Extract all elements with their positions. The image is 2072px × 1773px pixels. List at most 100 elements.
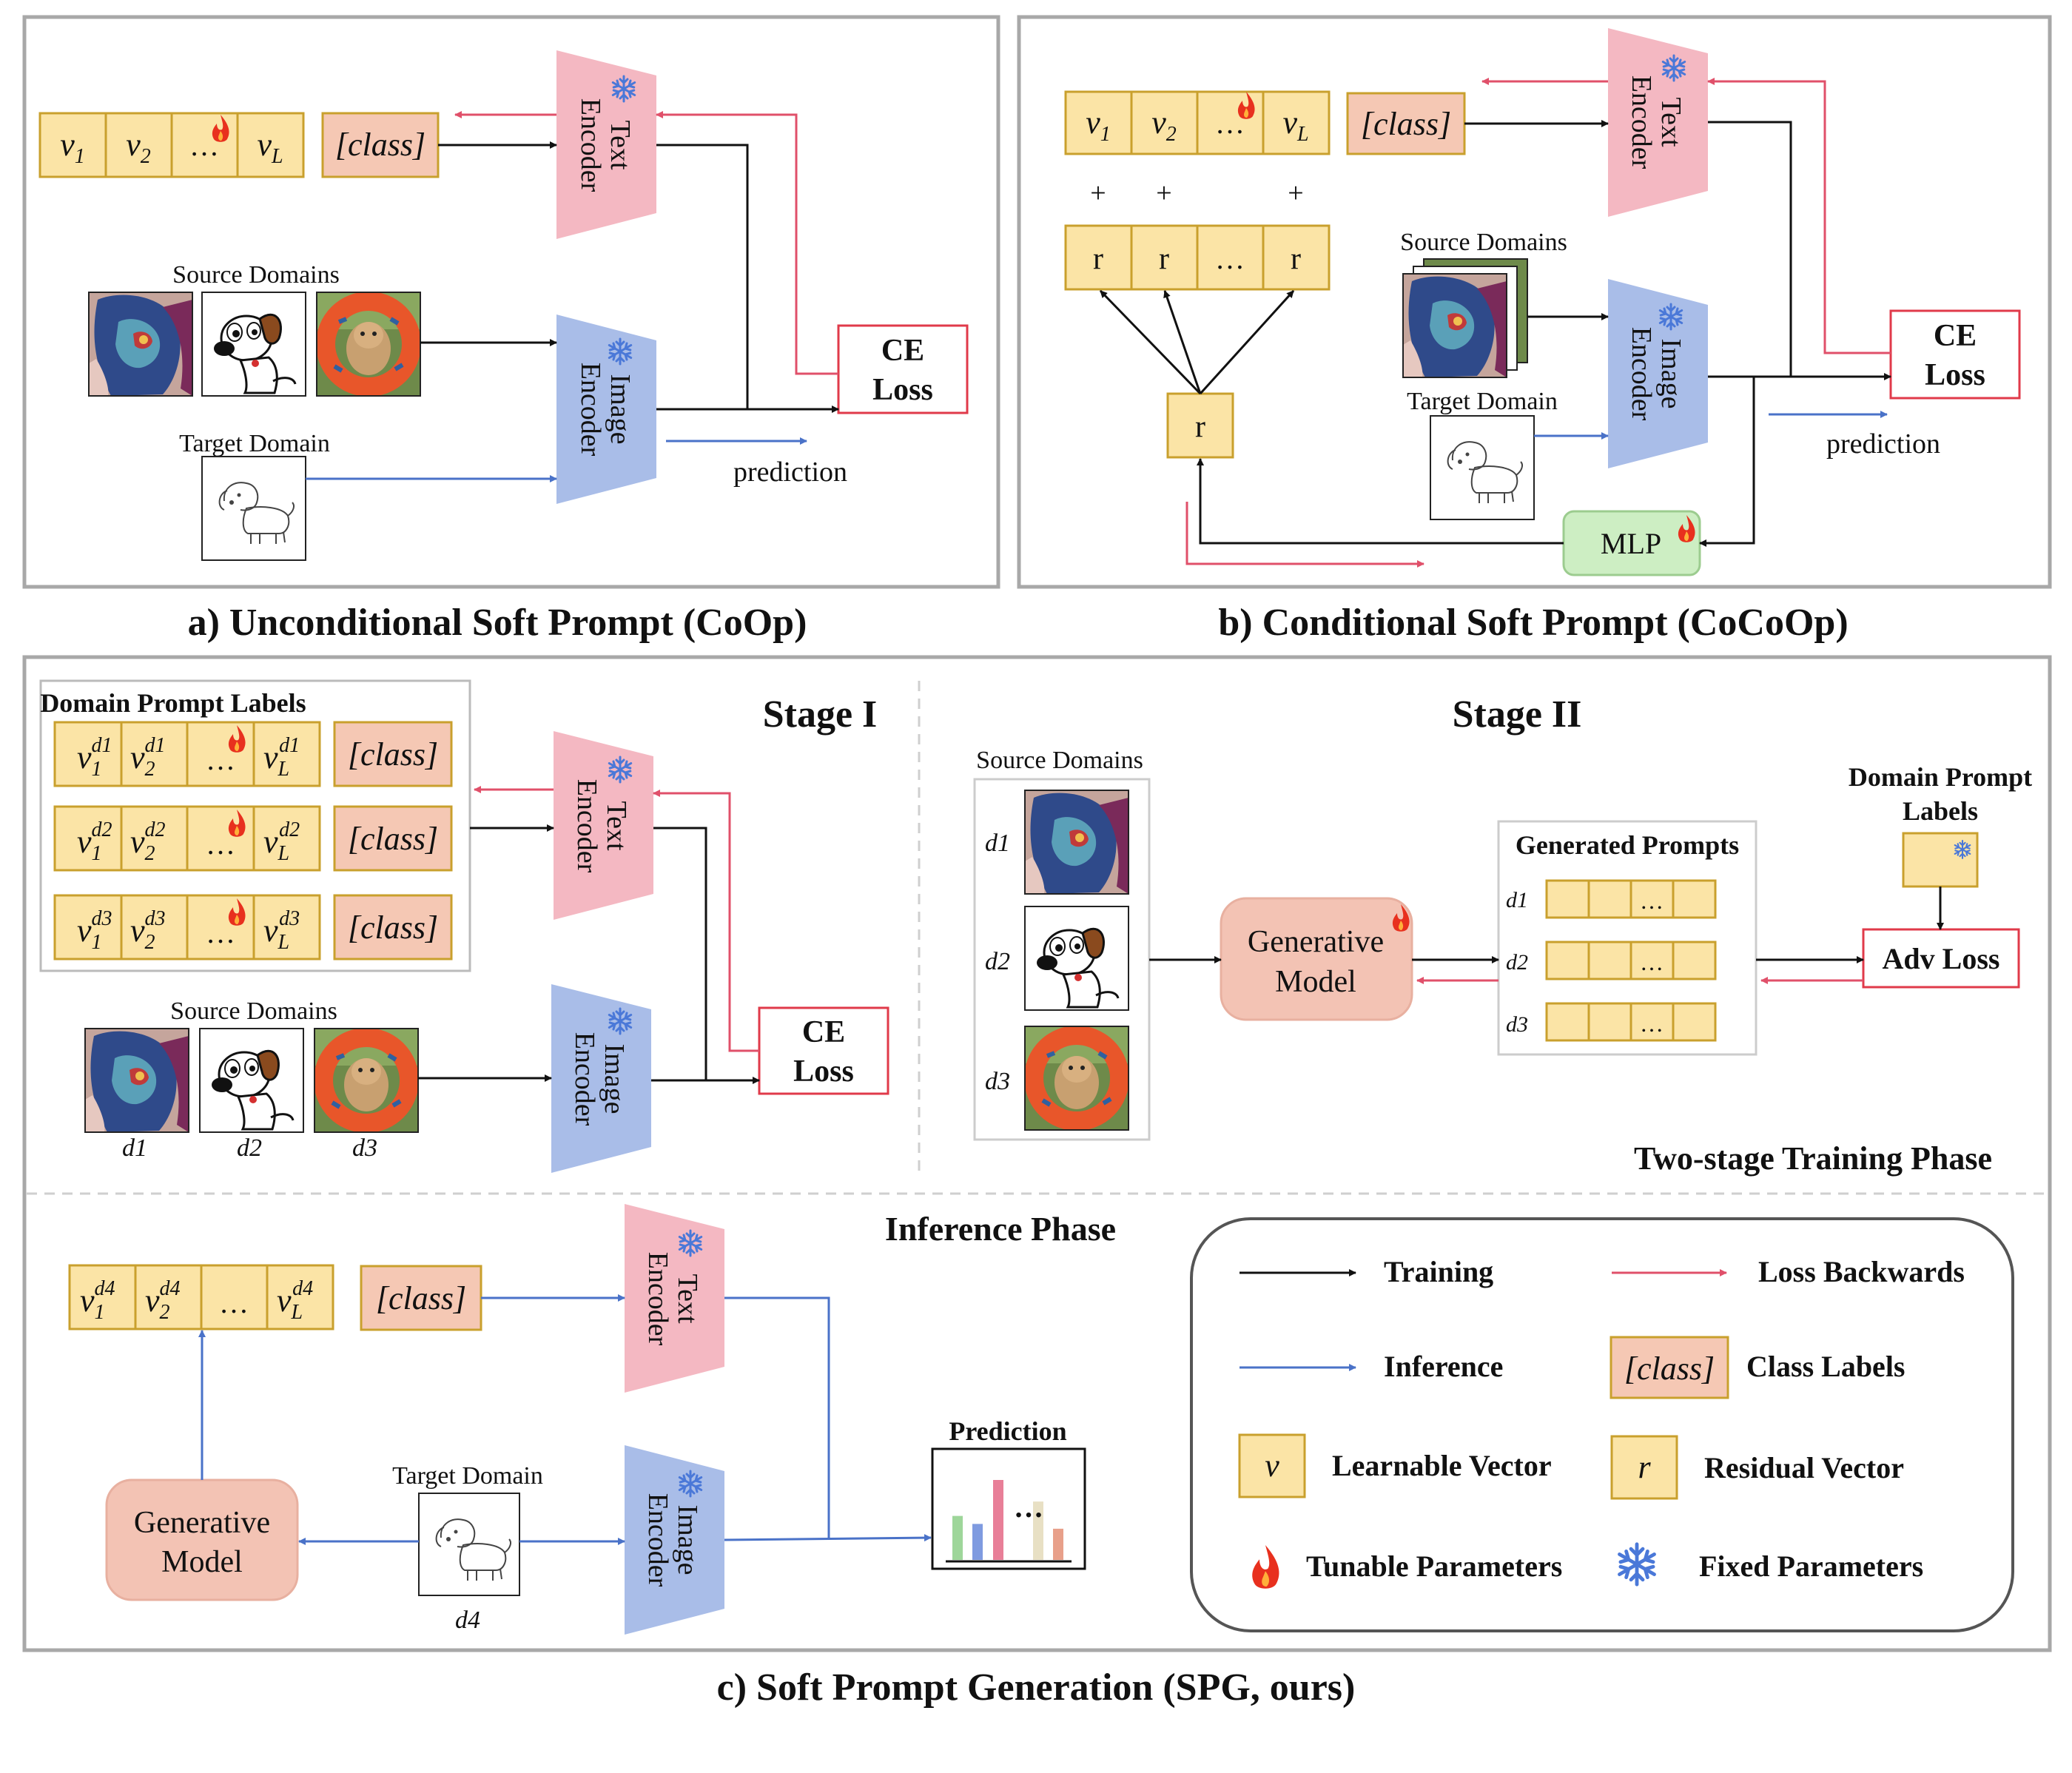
legend-fixed-parameters: Fixed Parameters <box>1699 1550 1923 1583</box>
generated-prompt-d3: … <box>1545 1002 1717 1042</box>
svg-text:d1: d1 <box>1506 888 1528 912</box>
stage1-title: Stage I <box>763 693 878 736</box>
stage2-title: Stage II <box>1453 693 1582 736</box>
svg-text:vLd2: vLd2 <box>263 818 300 865</box>
svg-text:Encoder: Encoder <box>1626 75 1657 169</box>
svg-text:Encoder: Encoder <box>575 363 606 457</box>
cartoon-dog-image <box>1023 905 1130 1012</box>
image-encoder-label: Image <box>605 374 636 445</box>
prediction-bar <box>993 1480 1003 1560</box>
legend-loss-backwards: Loss Backwards <box>1758 1255 1965 1288</box>
svg-text:d2: d2 <box>237 1134 262 1162</box>
svg-text:v1: v1 <box>1086 104 1111 146</box>
panel-b-frame <box>1017 15 2052 589</box>
svg-text:Source Domains: Source Domains <box>170 997 337 1025</box>
svg-text:r: r <box>1093 242 1103 276</box>
svg-text:v: v <box>1265 1447 1279 1484</box>
residual-vector: r <box>1195 410 1205 444</box>
svg-text:Encoder: Encoder <box>571 779 602 873</box>
svg-text:Target Domain: Target Domain <box>392 1462 543 1490</box>
prediction-bars <box>952 1480 1063 1560</box>
svg-text:Model: Model <box>1275 965 1356 999</box>
mlp-label: MLP <box>1601 527 1661 560</box>
sketch-dog-image <box>1430 415 1535 520</box>
svg-text:Source Domains: Source Domains <box>1400 229 1567 256</box>
sketch-dog-image <box>418 1493 523 1598</box>
painting-dog-image <box>89 292 192 396</box>
panel-c-frame <box>22 655 2052 1652</box>
svg-text:v1d1: v1d1 <box>77 734 112 781</box>
svg-text:Image: Image <box>672 1505 703 1575</box>
legend-inference: Inference <box>1384 1350 1503 1383</box>
caption-c: c) Soft Prompt Generation (SPG, ours) <box>717 1666 1356 1709</box>
photo-dog-image <box>317 292 420 396</box>
prediction-title: Prediction <box>949 1416 1066 1446</box>
svg-text:Encoder: Encoder <box>569 1032 600 1126</box>
svg-text:vL: vL <box>1282 104 1308 146</box>
cartoon-dog-image <box>198 1027 305 1134</box>
svg-text:r: r <box>1159 242 1169 276</box>
painting-dog-image <box>1025 790 1128 894</box>
legend: Training Loss Backwards Inference [class… <box>1190 1217 2014 1632</box>
svg-text:Labels: Labels <box>1903 796 1978 826</box>
svg-text:v2d2: v2d2 <box>130 818 166 865</box>
prediction-label: prediction <box>733 457 847 488</box>
class-label: [class] <box>335 127 426 163</box>
legend-class-labels: Class Labels <box>1746 1350 1906 1383</box>
svg-text:Encoder: Encoder <box>575 98 606 192</box>
svg-text:Image: Image <box>599 1044 630 1114</box>
svg-text:…: … <box>1640 887 1664 914</box>
photo-dog-image <box>314 1029 418 1132</box>
prediction-bar <box>972 1524 983 1560</box>
generative-model-label: Generative <box>1248 925 1384 959</box>
svg-text:v2d4: v2d4 <box>145 1277 181 1324</box>
painting-dog-image <box>85 1029 189 1132</box>
prediction-bar <box>1053 1528 1063 1560</box>
svg-text:vLd1: vLd1 <box>263 734 300 781</box>
inference-title: Inference Phase <box>885 1210 1116 1248</box>
svg-text:Generative: Generative <box>134 1506 270 1540</box>
svg-text:Text: Text <box>1655 98 1686 147</box>
svg-text:d2: d2 <box>1506 950 1528 975</box>
svg-text:Encoder: Encoder <box>642 1493 673 1587</box>
svg-text:+: + <box>1156 178 1171 209</box>
legend-training: Training <box>1384 1255 1493 1288</box>
svg-text:d1: d1 <box>985 830 1010 857</box>
legend-residual-vector: Residual Vector <box>1704 1451 1904 1484</box>
two-stage-phase-label: Two-stage Training Phase <box>1634 1140 1992 1177</box>
svg-text:[class]: [class] <box>1624 1350 1715 1387</box>
svg-text:r: r <box>1638 1449 1651 1485</box>
svg-text:Target Domain: Target Domain <box>1407 388 1558 415</box>
svg-text:Text: Text <box>601 801 632 851</box>
generated-prompts-title: Generated Prompts <box>1516 830 1739 860</box>
svg-text:CE: CE <box>1934 319 1977 353</box>
svg-text:d3: d3 <box>1506 1012 1528 1037</box>
domain-prompt-labels-title: Domain Prompt Labels <box>40 688 306 718</box>
svg-text:…: … <box>1215 242 1245 275</box>
svg-text:v1d2: v1d2 <box>77 818 112 865</box>
svg-text:v2: v2 <box>1151 104 1177 146</box>
svg-text:…: … <box>1640 1010 1664 1037</box>
prediction-bar <box>952 1515 963 1560</box>
snowflake-icon <box>1619 1544 1654 1584</box>
svg-text:Loss: Loss <box>1925 358 1985 392</box>
svg-text:d4: d4 <box>455 1607 480 1634</box>
prompt-token-1: v1 <box>60 127 85 168</box>
generated-prompt-d1: … <box>1545 879 1717 919</box>
target-domain-label: Target Domain <box>179 430 330 457</box>
prompt-token-l: vL <box>257 127 283 168</box>
stage1-row-3: v1d3 v2d3 … vLd3 [class] <box>53 894 453 960</box>
stage1: Stage I Domain Prompt Labels v1d1 v2d1 …… <box>39 679 889 1173</box>
svg-text:Encoder: Encoder <box>642 1252 673 1346</box>
svg-text:Text: Text <box>672 1274 703 1324</box>
stage1-row-1: v1d1 v2d1 … vLd1 [class] <box>53 721 453 787</box>
svg-text:Image: Image <box>1655 339 1686 409</box>
svg-text:…: … <box>1640 949 1664 975</box>
panel-a: v1 v2 … vL [class] Text Encoder Image En… <box>38 50 969 561</box>
ce-loss-label: CE <box>881 334 924 368</box>
flame-icon <box>1252 1545 1279 1589</box>
prediction-bar <box>1033 1501 1043 1560</box>
svg-text:[class]: [class] <box>348 821 438 857</box>
svg-text:vLd4: vLd4 <box>277 1277 313 1324</box>
cartoon-dog-image <box>201 291 307 397</box>
